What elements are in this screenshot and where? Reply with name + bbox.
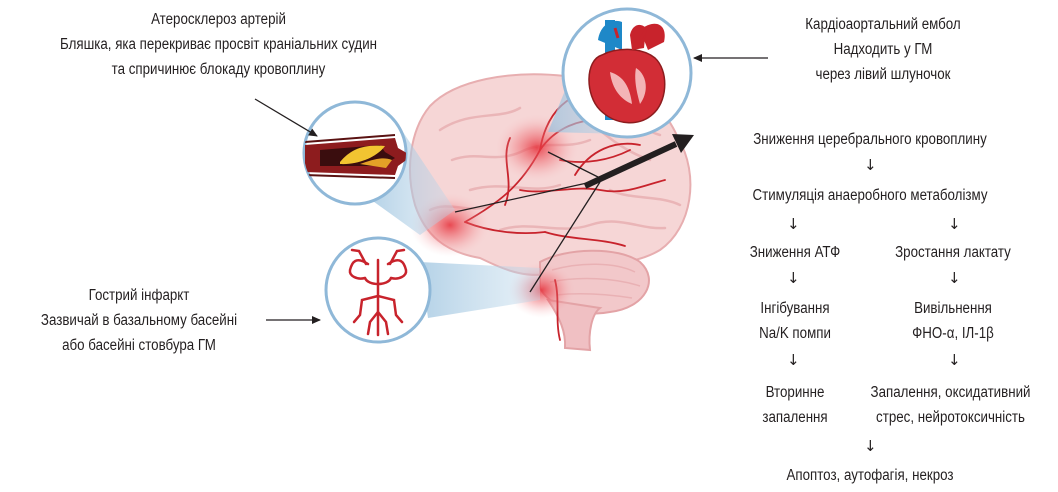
cascade-right-cytokines: Вивільнення ФНО-α, ІЛ-1β xyxy=(880,296,1026,346)
arrow-down-icon: ↓ xyxy=(787,352,800,368)
arrow-down-icon: ↓ xyxy=(787,270,800,286)
arrow-down-icon: ↓ xyxy=(864,438,877,454)
arrow-down-icon: ↓ xyxy=(948,270,961,286)
acute-infarct-callout: Гострий інфаркт Зазвичай в базальному ба… xyxy=(19,283,258,358)
atherosclerosis-callout: Атеросклероз артерій Бляшка, яка перекри… xyxy=(31,7,407,82)
arrow-down-icon: ↓ xyxy=(787,216,800,232)
cerebral-arteries-inset xyxy=(326,238,430,342)
cascade-final: Апоптоз, аутофагія, некроз xyxy=(724,463,1016,488)
acute-infarct-title: Гострий інфаркт xyxy=(19,283,258,308)
atherosclerosis-title: Атеросклероз артерій xyxy=(31,7,407,32)
atherosclerosis-line3: та спричинює блокаду кровоплину xyxy=(31,57,407,82)
atherosclerosis-line2: Бляшка, яка перекриває просвіт краніальн… xyxy=(31,32,407,57)
cascade-left-atp: Зниження АТФ xyxy=(722,240,868,265)
leader-arrow-atherosclerosis xyxy=(255,99,317,136)
acute-infarct-line2: Зазвичай в базальному басейні xyxy=(19,308,258,333)
cardioembolic-line3: через лівий шлуночок xyxy=(776,62,991,87)
cardioembolic-callout: Кардіоаортальний ембол Надходить у ГМ че… xyxy=(776,12,991,87)
arrow-down-icon: ↓ xyxy=(948,352,961,368)
cardioembolic-title: Кардіоаортальний ембол xyxy=(776,12,991,37)
cascade-right-stress: Запалення, оксидативний стрес, нейротокс… xyxy=(858,380,1043,430)
cascade-right-lactate: Зростання лактату xyxy=(880,240,1026,265)
cascade-left-pump: Інгібування Na/K помпи xyxy=(722,296,868,346)
cascade-step-anaerobic: Стимуляція анаеробного метаболізму xyxy=(724,183,1016,208)
heart-inset xyxy=(563,9,691,137)
acute-infarct-line3: або басейні стовбура ГМ xyxy=(19,333,258,358)
cascade-step-blood-flow: Зниження церебрального кровоплину xyxy=(724,127,1016,152)
arrow-down-icon: ↓ xyxy=(948,216,961,232)
arrow-down-icon: ↓ xyxy=(864,157,877,173)
cardioembolic-line2: Надходить у ГМ xyxy=(776,37,991,62)
cascade-left-inflammation: Вторинне запалення xyxy=(713,380,876,430)
